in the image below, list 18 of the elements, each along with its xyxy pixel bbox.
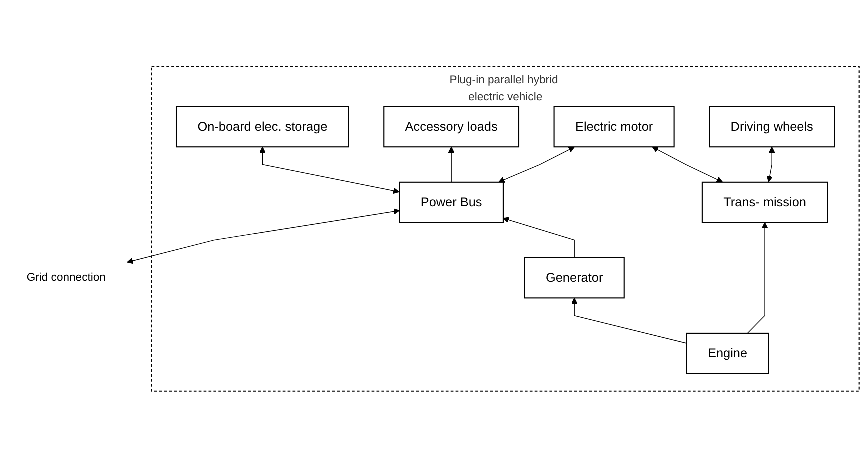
arrow	[652, 146, 724, 182]
arrow	[747, 222, 768, 334]
node-box: Driving wheels	[709, 106, 836, 148]
arrow	[498, 146, 575, 182]
node-box: Accessory loads	[384, 106, 520, 148]
node-box: On-board elec. storage	[176, 106, 350, 148]
node-box: Power Bus	[399, 181, 504, 223]
arrow	[448, 146, 455, 182]
node-box: Engine	[686, 332, 770, 374]
node-box: Trans- mission	[702, 181, 828, 223]
node-text: Grid connection	[26, 271, 106, 284]
arrow	[571, 297, 688, 344]
arrow	[127, 208, 400, 264]
node-box: Electric motor	[554, 106, 675, 148]
arrow	[503, 216, 575, 258]
arrow	[766, 146, 776, 182]
node-box: Generator	[524, 256, 625, 298]
arrow	[260, 146, 400, 194]
